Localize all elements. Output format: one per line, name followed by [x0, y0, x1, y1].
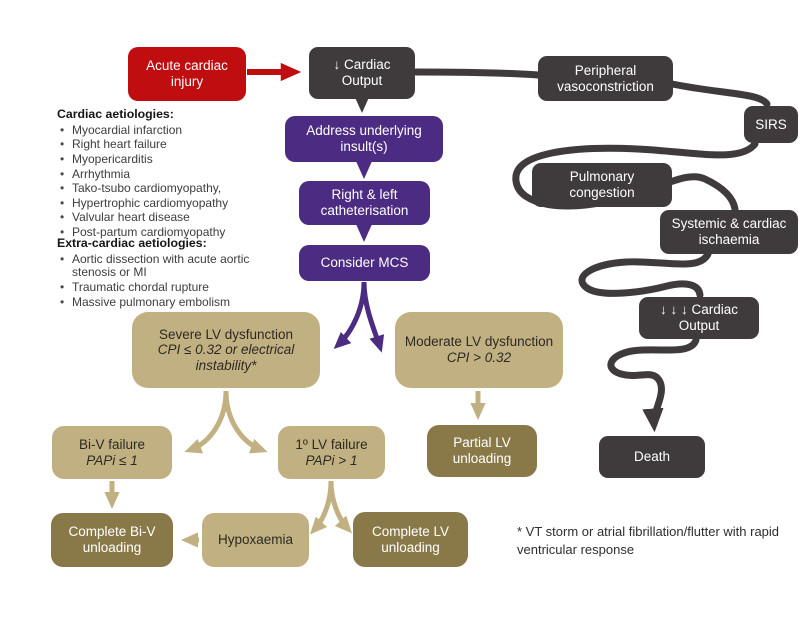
list-item: Aortic dissection with acute aortic sten…	[57, 252, 283, 280]
extra-cardiac-aetiologies-heading: Extra-cardiac aetiologies:	[57, 236, 207, 250]
biv-failure-title: Bi-V failure	[78, 436, 146, 452]
list-item: Tako-tsubo cardiomyopathy,	[57, 182, 299, 196]
consider-mcs-box: Consider MCS	[299, 245, 430, 281]
extra-cardiac-aetiologies-list: Extra-cardiac aetiologies: Aortic dissec…	[57, 236, 283, 310]
list-item: Right heart failure	[57, 138, 299, 152]
moderate-lv-dysfunction-criteria: CPI > 0.32	[446, 350, 512, 365]
arrow-severe-to-biv	[184, 390, 229, 454]
cardiac-aetiologies-heading: Cardiac aetiologies:	[57, 107, 174, 121]
address-underlying-insults-box: Address underlying insult(s)	[285, 116, 443, 162]
hypoxaemia-box: Hypoxaemia	[202, 513, 309, 567]
footnote: * VT storm or atrial fibrillation/flutte…	[517, 524, 780, 557]
cardiac-output-down-severe-box: ↓ ↓ ↓ Cardiac Output	[639, 297, 759, 339]
severe-lv-dysfunction-box: Severe LV dysfunction CPI ≤ 0.32 or elec…	[132, 312, 320, 388]
death-label: Death	[633, 449, 671, 465]
systemic-cardiac-ischaemia-box: Systemic & cardiac ischaemia	[660, 210, 798, 254]
complete-biv-unloading-label: Complete Bi-V unloading	[68, 524, 156, 555]
cardiac-output-down-severe-label: ↓ ↓ ↓ Cardiac Output	[659, 302, 739, 333]
acute-cardiac-injury-label: Acute cardiac injury	[146, 58, 228, 89]
cardiac-output-down-box: ↓ Cardiac Output	[309, 47, 415, 99]
primary-lv-failure-title: 1º LV failure	[295, 436, 368, 452]
arrow-severe-to-lv-failure	[223, 390, 268, 454]
peripheral-vasoconstriction-box: Peripheral vasoconstriction	[538, 56, 673, 101]
moderate-lv-dysfunction-title: Moderate LV dysfunction	[404, 334, 554, 350]
line-peripheral-to-sirs	[668, 80, 771, 108]
spiral-ischaemia-to-low-co	[578, 250, 712, 299]
severe-lv-dysfunction-title: Severe LV dysfunction	[158, 326, 294, 342]
list-item: Massive pulmonary embolism	[57, 295, 283, 310]
pulmonary-congestion-label: Pulmonary congestion	[569, 169, 635, 200]
line-co-to-peripheral	[412, 68, 542, 79]
peripheral-vasoconstriction-label: Peripheral vasoconstriction	[557, 62, 654, 94]
spiral-to-death-arrow	[607, 336, 700, 433]
list-item: Arrhythmia	[57, 167, 299, 182]
address-underlying-insults-label: Address underlying insult(s)	[306, 123, 422, 154]
list-item: Post-partum cardiomyopathy	[57, 225, 299, 240]
list-item: Hypertrophic cardiomyopathy	[57, 196, 299, 211]
pulmonary-congestion-box: Pulmonary congestion	[532, 163, 672, 207]
consider-mcs-label: Consider MCS	[320, 255, 409, 271]
biv-failure-criteria: PAPi ≤ 1	[86, 452, 138, 468]
systemic-cardiac-ischaemia-label: Systemic & cardiac ischaemia	[671, 216, 787, 247]
primary-lv-failure-criteria: PAPi > 1	[305, 452, 358, 468]
complete-lv-unloading-box: Complete LV unloading	[353, 512, 468, 567]
primary-lv-failure-box: 1º LV failure PAPi > 1	[278, 426, 385, 479]
sirs-label: SIRS	[755, 116, 787, 132]
right-left-catheterisation-label: Right & left catheterisation	[320, 187, 409, 218]
cardiac-aetiologies-list: Cardiac aetiologies: Myocardial infarcti…	[57, 107, 299, 240]
list-item: Traumatic chordal rupture	[57, 280, 283, 295]
list-item: Valvular heart disease	[57, 211, 299, 225]
spiral-sirs-to-ischaemia	[512, 140, 759, 213]
right-left-catheterisation-box: Right & left catheterisation	[299, 181, 430, 225]
complete-biv-unloading-box: Complete Bi-V unloading	[51, 513, 173, 567]
acute-cardiac-injury-box: Acute cardiac injury	[128, 47, 246, 101]
sirs-box: SIRS	[744, 106, 798, 143]
arrow-mcs-to-moderate	[361, 281, 385, 353]
list-item: Myocardial infarction	[57, 123, 299, 138]
arrow-mcs-to-severe	[333, 281, 367, 350]
complete-lv-unloading-label: Complete LV unloading	[371, 523, 450, 555]
partial-lv-unloading-box: Partial LV unloading	[427, 425, 537, 477]
hypoxaemia-label: Hypoxaemia	[217, 532, 294, 548]
list-item: Myopericarditis	[57, 152, 299, 167]
partial-lv-unloading-label: Partial LV unloading	[452, 435, 512, 466]
cardiac-output-down-label: ↓ Cardiac Output	[333, 57, 391, 88]
moderate-lv-dysfunction-box: Moderate LV dysfunction CPI > 0.32	[395, 312, 563, 388]
arrow-lv-failure-to-hypoxaemia	[309, 480, 334, 535]
biv-failure-box: Bi-V failure PAPi ≤ 1	[52, 426, 172, 479]
death-box: Death	[599, 436, 705, 478]
severe-lv-dysfunction-criteria: CPI ≤ 0.32 or electrical instability*	[157, 342, 295, 373]
arrow-lv-failure-to-complete-lv	[328, 480, 353, 534]
